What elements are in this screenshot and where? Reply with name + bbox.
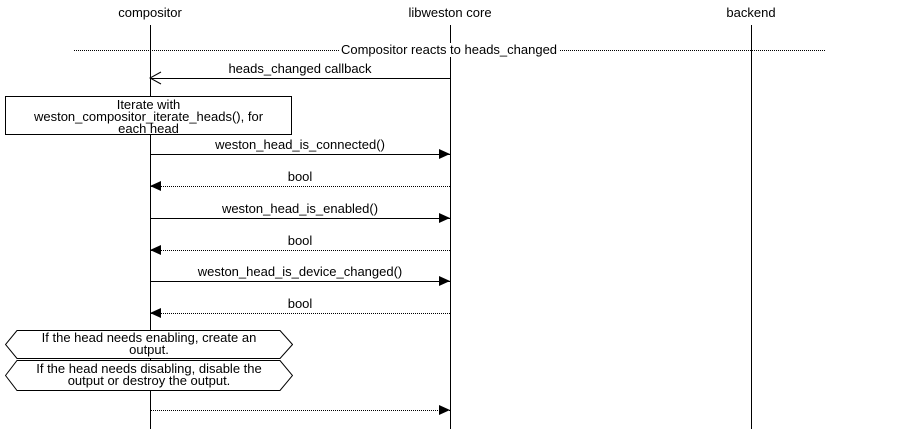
note-line: weston_compositor_iterate_heads(), for (33, 109, 264, 124)
message-label: weston_head_is_connected() (215, 137, 385, 152)
arrowhead-icon (439, 276, 450, 286)
message-line (150, 313, 450, 314)
message-line (150, 154, 450, 155)
open-arrowhead-icon (149, 71, 162, 85)
message-line (150, 410, 450, 411)
arrowhead-icon (150, 245, 161, 255)
message-label: bool (287, 296, 313, 311)
condition-text: If the head needs enabling, create an ou… (41, 330, 257, 357)
note-line: each head (118, 121, 179, 136)
message-label: bool (287, 233, 313, 248)
message-line (150, 281, 450, 282)
actor-label-compositor: compositor (118, 5, 182, 20)
note-line: Iterate with (116, 97, 181, 112)
condition-hexagon-shape (5, 330, 293, 359)
message-label: weston_head_is_device_changed() (197, 264, 403, 279)
actor-label-libweston-core: libweston core (408, 5, 492, 20)
condition-text: If the head needs disabling, disable the… (36, 361, 262, 388)
condition-hexagon-shape (5, 360, 293, 391)
arrowhead-icon (439, 213, 450, 223)
divider-label: Compositor reacts to heads_changed (338, 42, 560, 57)
message-label: bool (287, 169, 313, 184)
note-box: Iterate with weston_compositor_iterate_h… (5, 96, 292, 135)
arrowhead-icon (439, 149, 450, 159)
lifeline-libweston-core (450, 25, 451, 429)
lifeline-backend (751, 25, 752, 429)
message-line (150, 186, 450, 187)
message-line (150, 250, 450, 251)
arrowhead-icon (439, 405, 450, 415)
lifeline-compositor (150, 25, 151, 429)
message-label: weston_head_is_enabled() (221, 201, 379, 216)
message-line (150, 218, 450, 219)
condition-note: If the head needs enabling, create an ou… (5, 330, 293, 359)
condition-note: If the head needs disabling, disable the… (5, 360, 293, 391)
message-line (150, 78, 450, 79)
arrowhead-icon (150, 181, 161, 191)
arrowhead-icon (150, 308, 161, 318)
message-label: heads_changed callback (228, 61, 372, 76)
actor-label-backend: backend (726, 5, 776, 20)
